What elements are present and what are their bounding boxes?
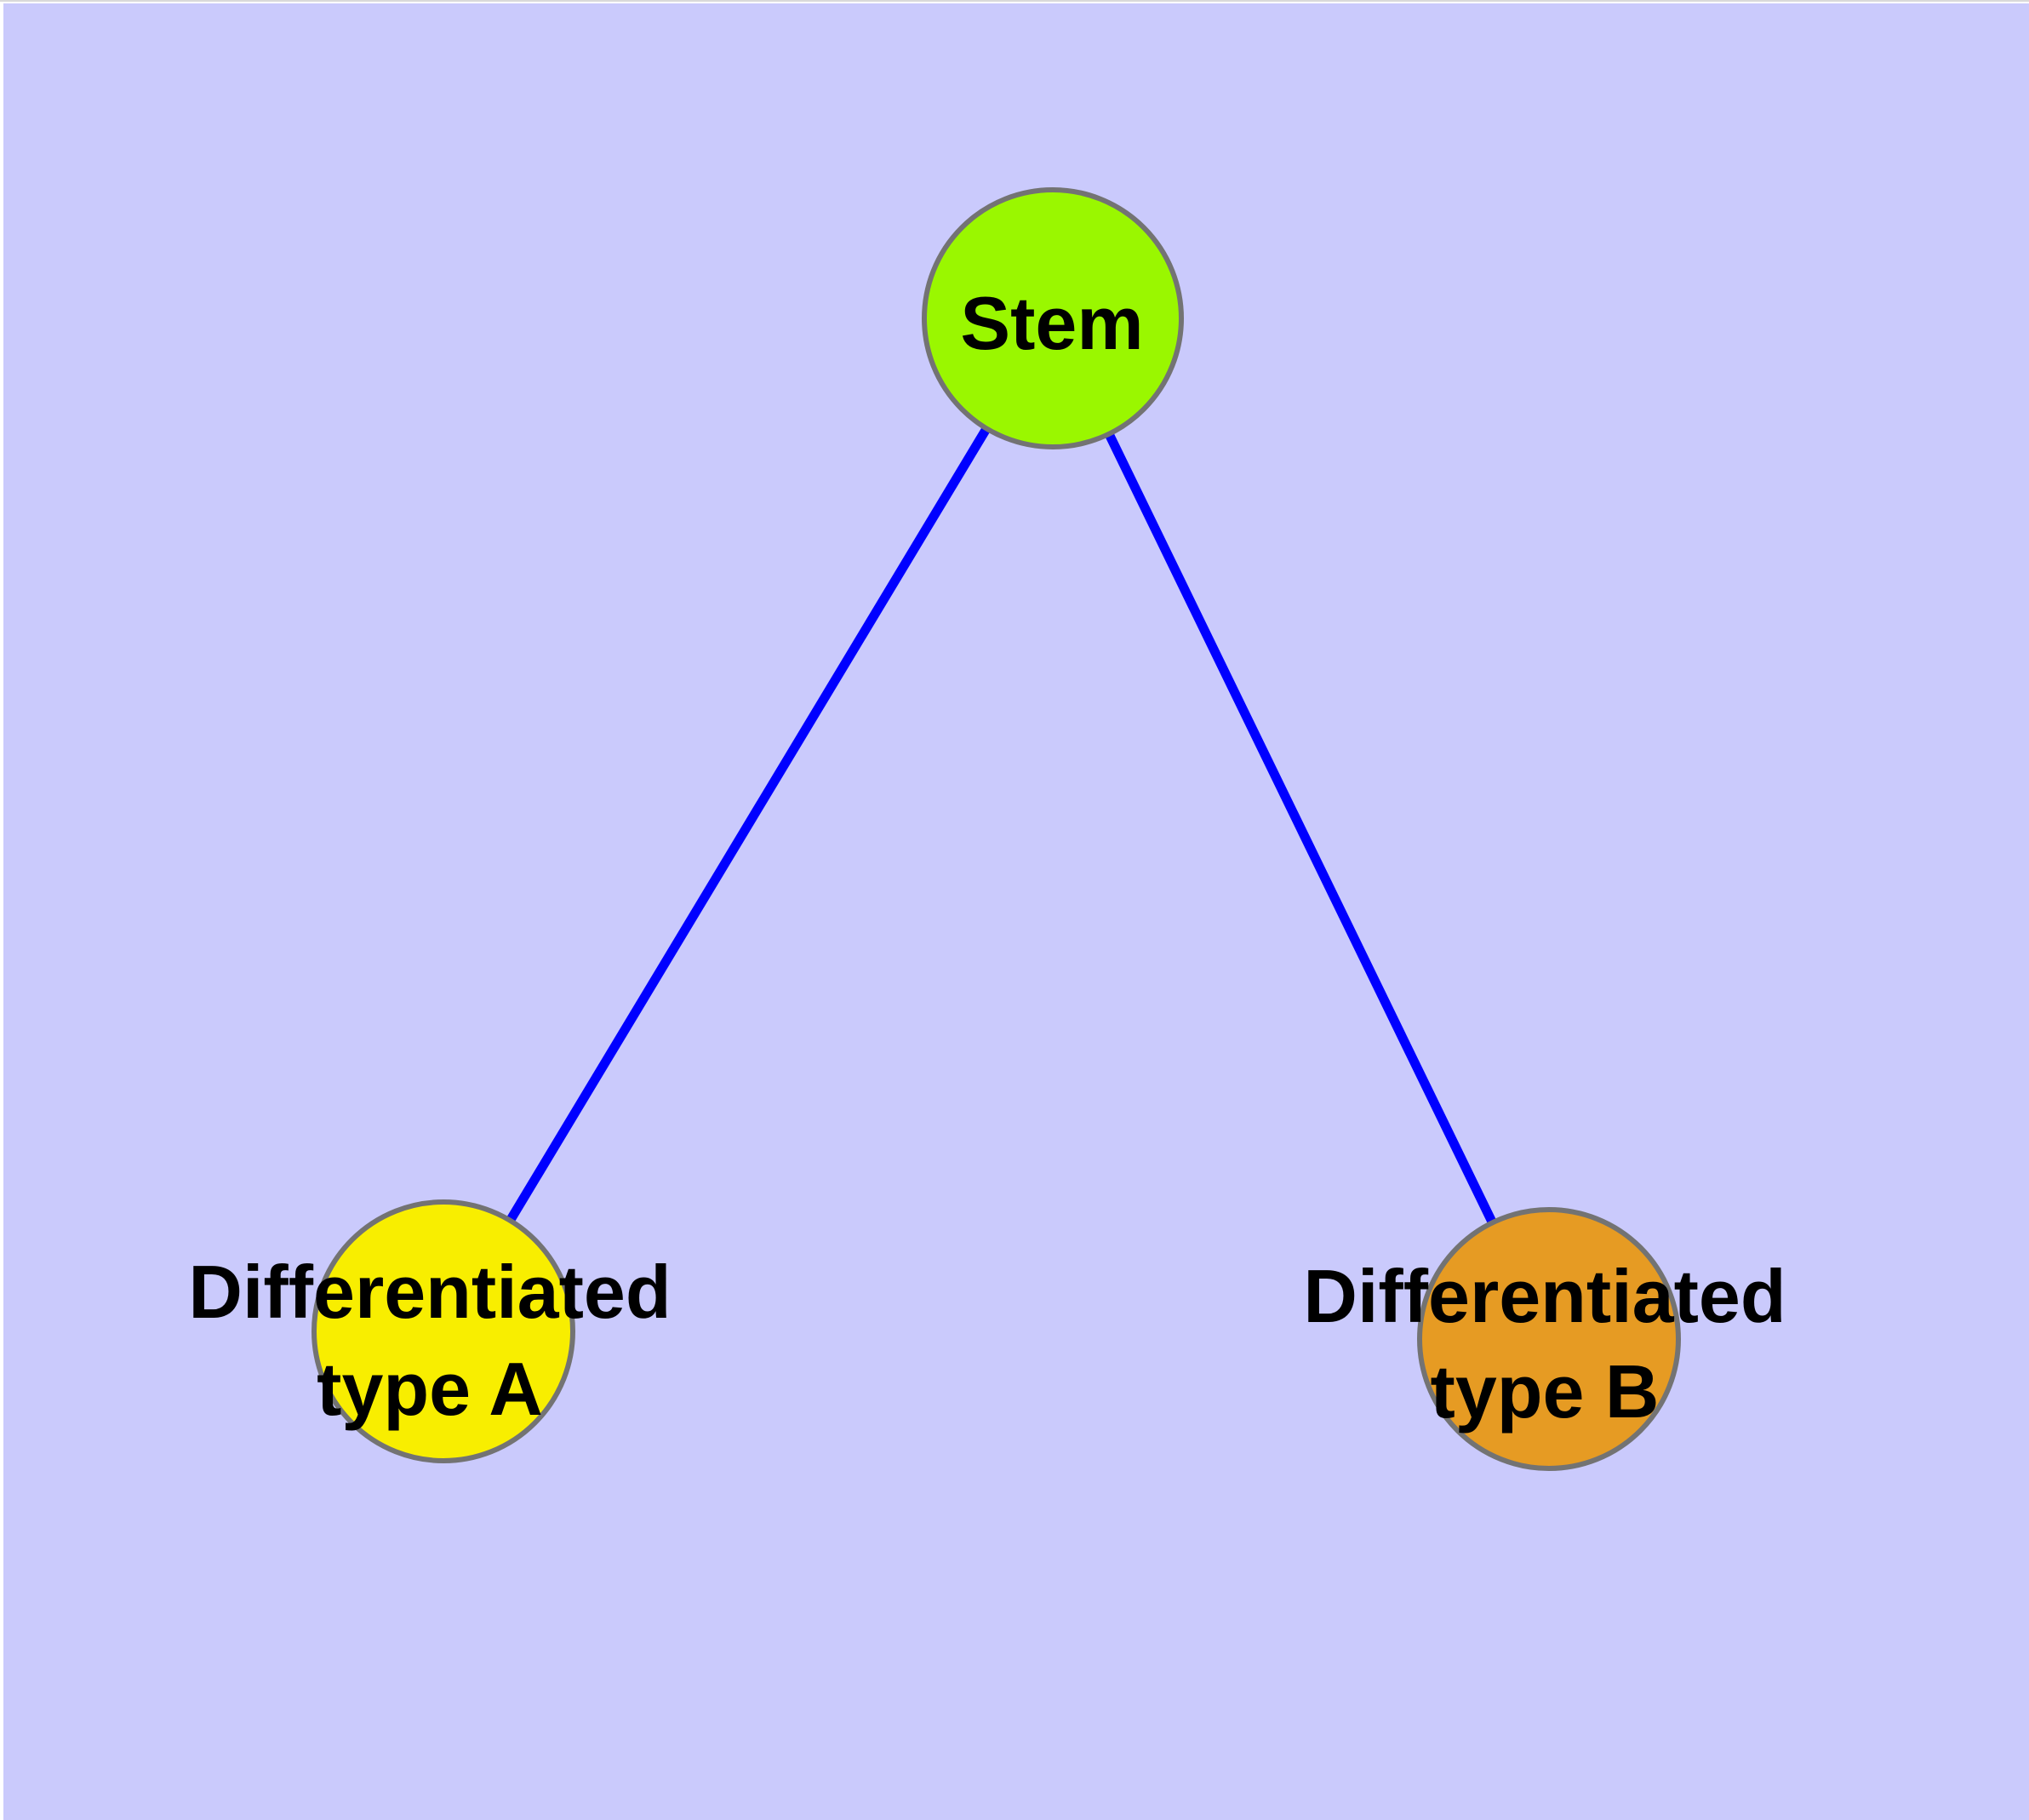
node-differentiated-type-b[interactable]	[1417, 1207, 1681, 1471]
node-type-a-label-line-1: Differentiated	[188, 1250, 671, 1334]
node-stem[interactable]	[922, 187, 1184, 449]
node-type-b-label-line-1: Differentiated	[1303, 1254, 1786, 1338]
edge-stem-to-type-a[interactable]	[439, 316, 1057, 1334]
node-differentiated-type-a[interactable]	[311, 1199, 575, 1463]
edge-stem-to-type-b[interactable]	[1049, 316, 1553, 1342]
node-stem-label: Stem	[960, 281, 1143, 365]
node-type-b-label-line-2: type B	[1431, 1349, 1660, 1434]
node-type-a-label-line-2: type A	[317, 1347, 543, 1431]
top-hairline	[0, 0, 2029, 2]
